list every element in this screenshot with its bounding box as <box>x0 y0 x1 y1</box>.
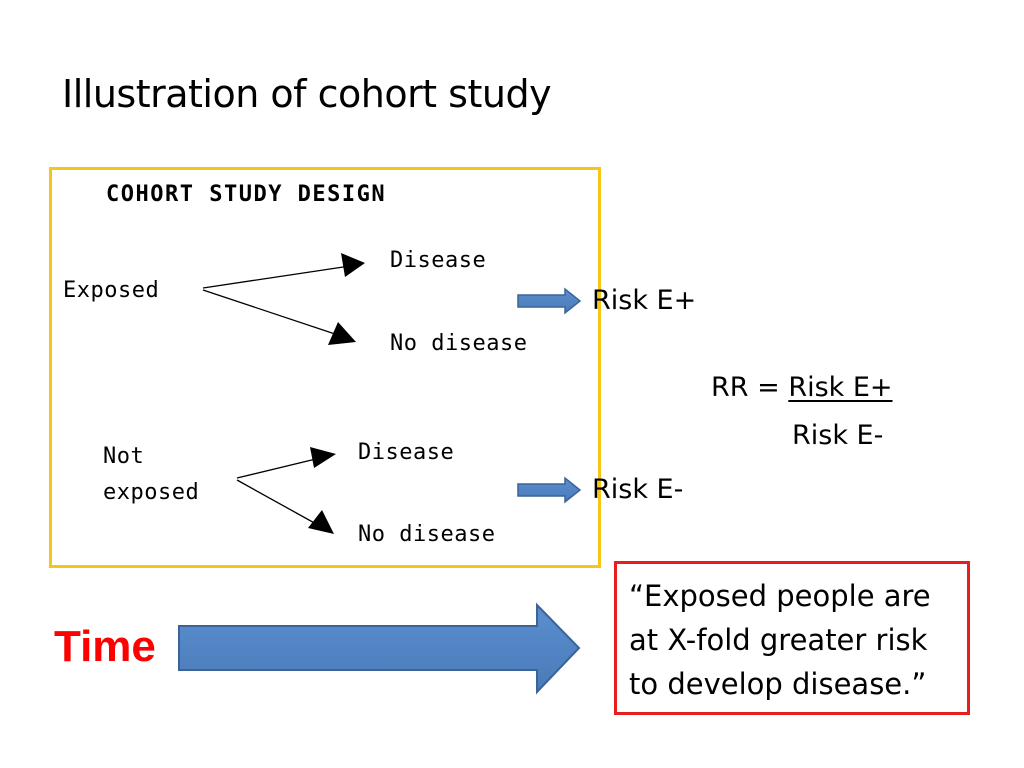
time-arrow <box>178 602 581 695</box>
unexposed-branch-no-disease <box>236 479 334 534</box>
not-exposed-label-line1: Not <box>103 444 145 469</box>
exposed-no-disease-label: No disease <box>390 331 528 356</box>
exposed-branch-disease <box>202 253 365 289</box>
slide-title: Illustration of cohort study <box>62 72 552 116</box>
exposed-branch-no-disease <box>202 289 356 345</box>
risk-unexposed-label: Risk E- <box>592 474 684 505</box>
risk-exposed-arrow <box>517 287 582 315</box>
unexposed-no-disease-label: No disease <box>358 522 496 547</box>
diagram-heading: COHORT STUDY DESIGN <box>106 182 387 207</box>
risk-exposed-label: Risk E+ <box>592 285 697 316</box>
unexposed-branch-disease <box>236 447 336 479</box>
exposed-label: Exposed <box>63 278 160 303</box>
quote-text: “Exposed people are at X-fold greater ri… <box>629 579 931 701</box>
exposed-disease-label: Disease <box>390 248 487 273</box>
unexposed-disease-label: Disease <box>358 440 455 465</box>
not-exposed-label-line2: exposed <box>103 480 200 505</box>
risk-unexposed-arrow <box>517 476 582 504</box>
rr-denominator: Risk E- <box>792 420 884 451</box>
rr-lhs: RR = <box>711 372 789 403</box>
cohort-design-box <box>49 167 601 568</box>
quote-box: “Exposed people are at X-fold greater ri… <box>614 561 970 715</box>
rr-formula: RR = Risk E+ <box>711 372 893 403</box>
rr-numerator: Risk E+ <box>788 372 893 403</box>
time-label: Time <box>54 622 156 671</box>
